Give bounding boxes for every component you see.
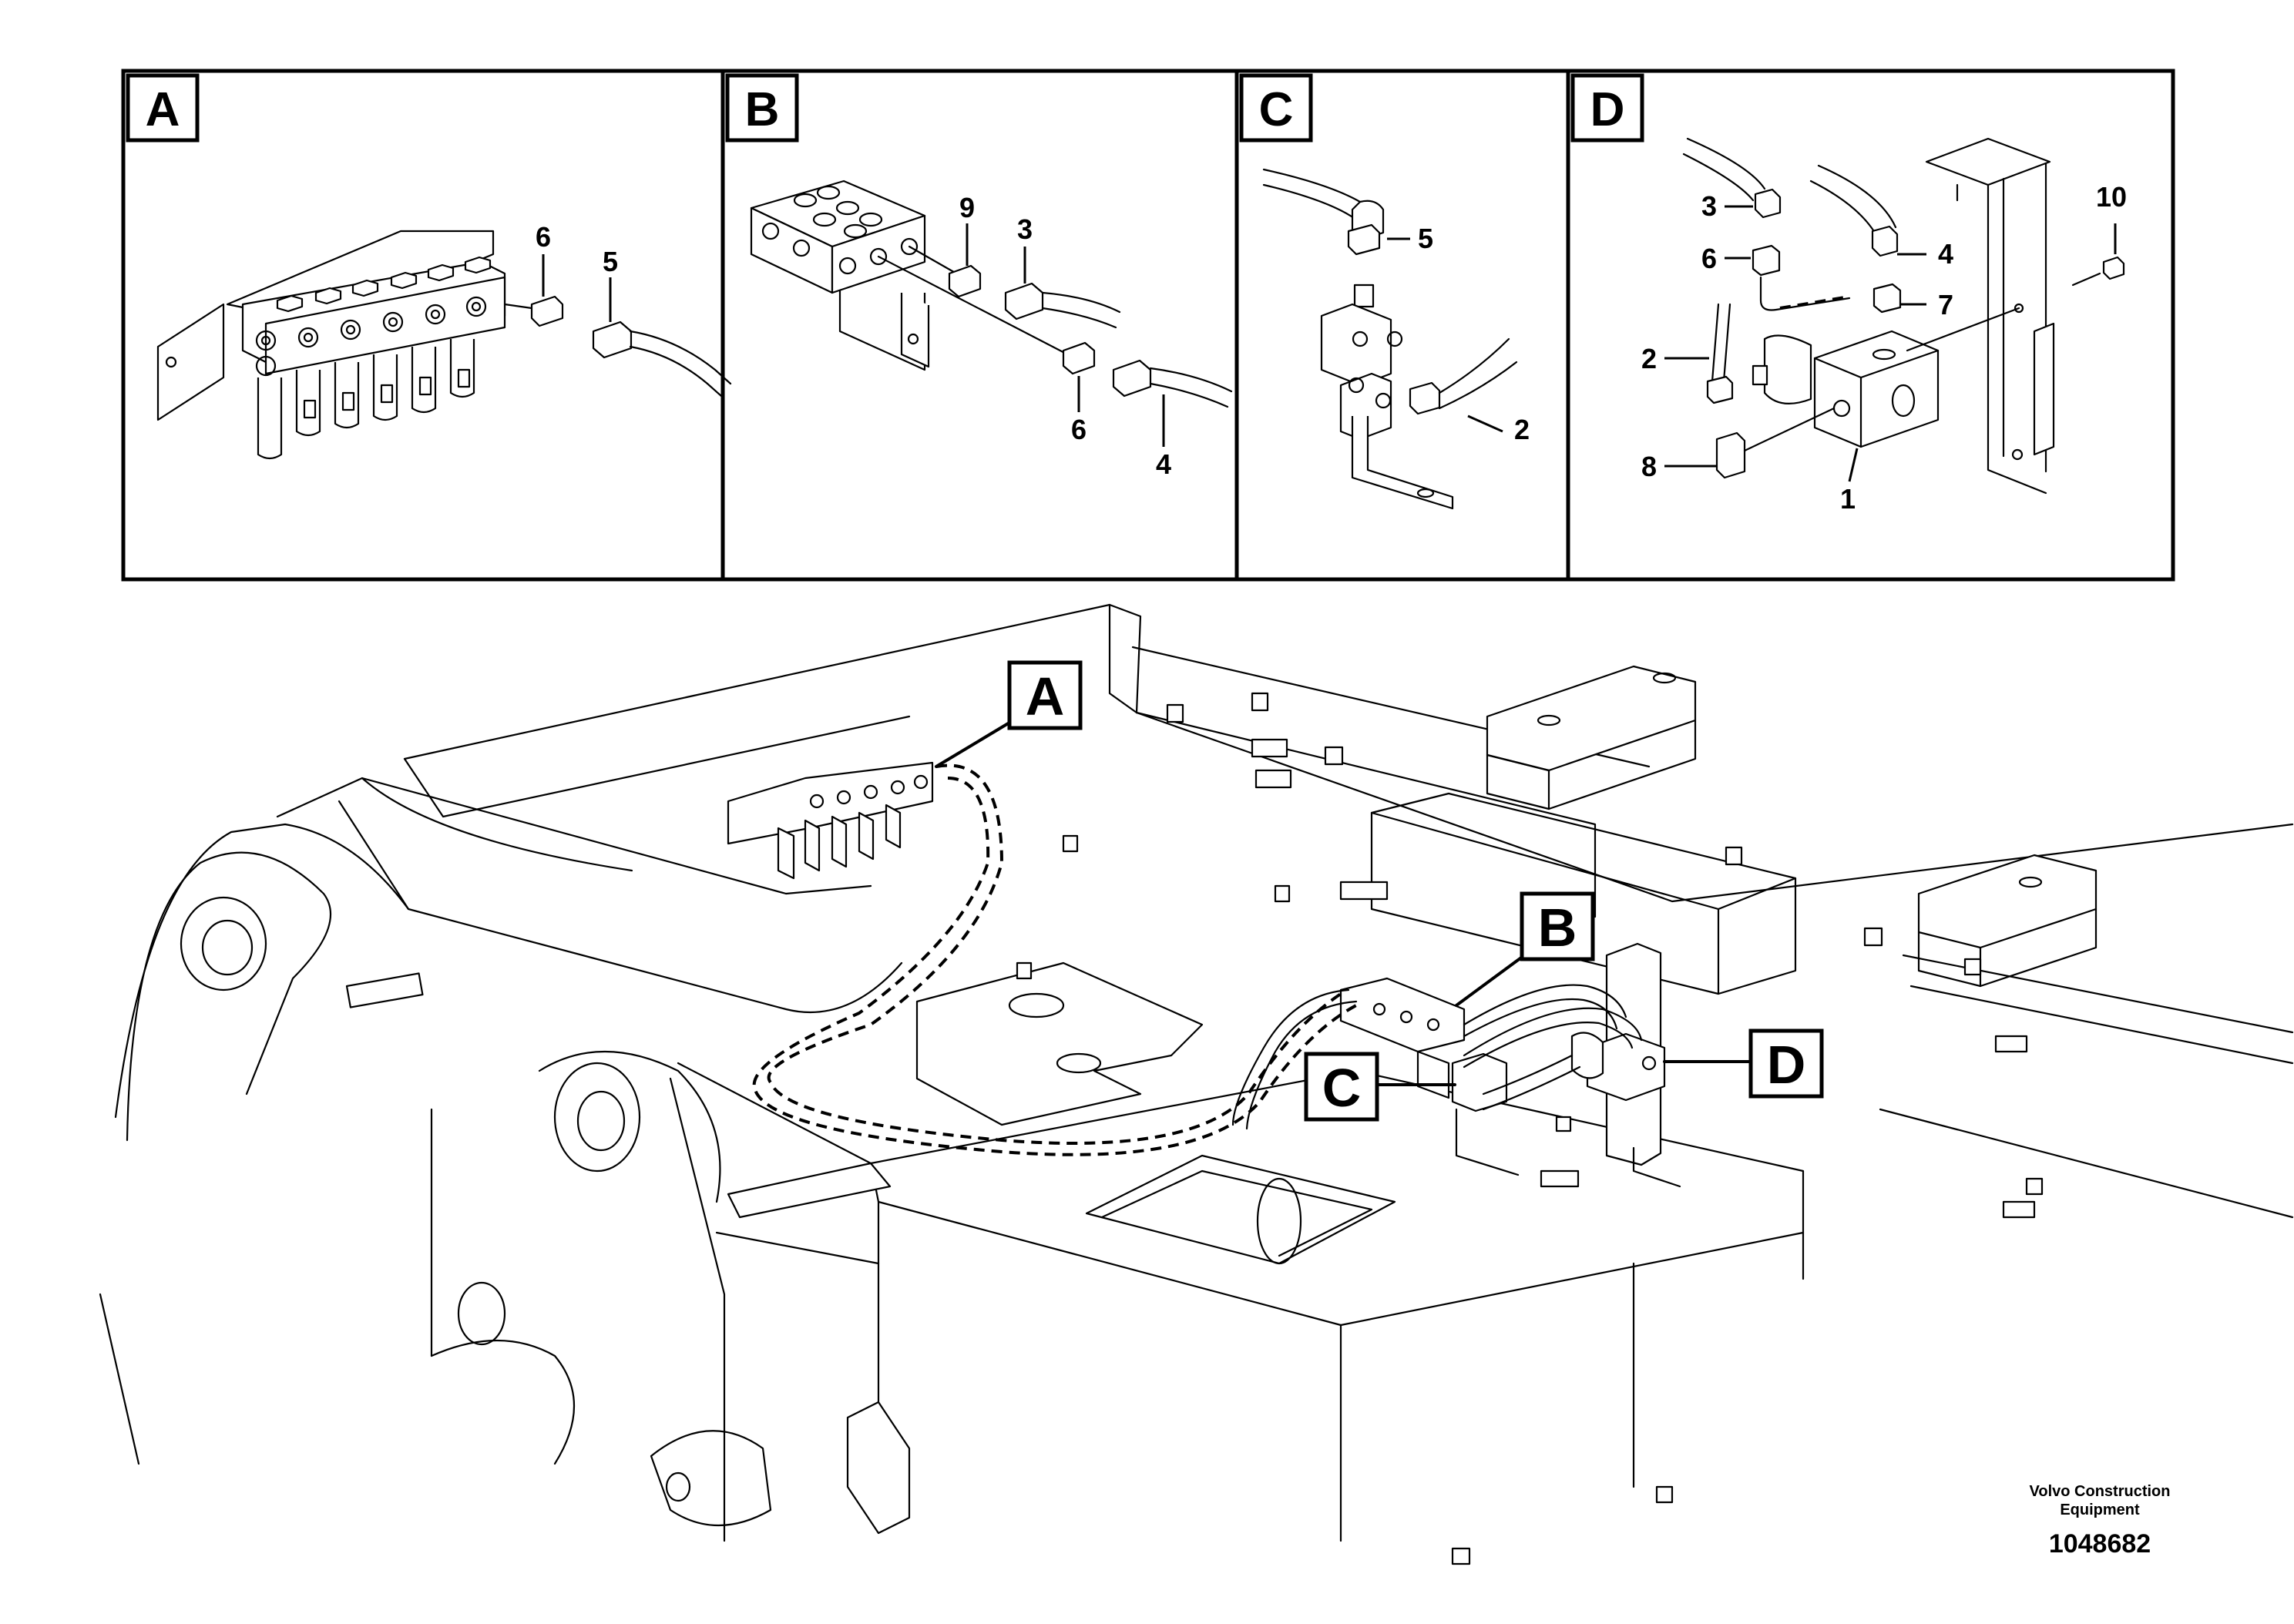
panel-a-valves bbox=[257, 339, 475, 460]
svg-text:B: B bbox=[1538, 898, 1577, 958]
svg-text:2: 2 bbox=[1514, 414, 1530, 445]
callout-b: B bbox=[1455, 891, 1595, 1007]
svg-text:4: 4 bbox=[1156, 448, 1171, 480]
svg-text:6: 6 bbox=[536, 221, 551, 253]
panel-letter-box-d: D bbox=[1570, 73, 1644, 143]
panel-a-distributor: 6 5 bbox=[156, 221, 732, 460]
svg-text:A: A bbox=[146, 83, 180, 136]
svg-text:B: B bbox=[745, 83, 780, 136]
main-hose-dashed bbox=[752, 763, 1357, 1156]
panel-c-valve: 5 2 bbox=[1262, 168, 1530, 510]
main-assembly-drawing bbox=[99, 603, 2294, 1565]
boom-foot bbox=[99, 777, 903, 1542]
callout-c: C bbox=[1304, 1052, 1456, 1122]
svg-text:D: D bbox=[1767, 1035, 1806, 1095]
svg-text:C: C bbox=[1259, 83, 1294, 136]
svg-text:5: 5 bbox=[603, 246, 618, 277]
svg-text:9: 9 bbox=[959, 192, 975, 223]
main-hoses-b-to-d bbox=[1231, 984, 1643, 1130]
frame-solenoid-d bbox=[1570, 942, 1681, 1188]
svg-text:5: 5 bbox=[1418, 223, 1433, 254]
panel-a-hose-5 bbox=[592, 320, 732, 398]
company-name-line1: Volvo Construction bbox=[2030, 1483, 2171, 1500]
panel-letter-box-b: B bbox=[725, 73, 799, 143]
panel-letter-box-a: A bbox=[126, 73, 200, 143]
svg-text:A: A bbox=[1026, 666, 1065, 726]
svg-text:3: 3 bbox=[1017, 213, 1033, 245]
svg-text:6: 6 bbox=[1071, 414, 1087, 445]
svg-text:7: 7 bbox=[1938, 289, 1953, 320]
frame-small-blocks bbox=[1016, 692, 2044, 1565]
svg-text:D: D bbox=[1590, 83, 1625, 136]
panel-a-fitting-6 bbox=[503, 295, 564, 327]
callout-d: D bbox=[1663, 1028, 1824, 1099]
company-name-line2: Equipment bbox=[2060, 1502, 2140, 1518]
panel-a-caps bbox=[276, 256, 492, 313]
callout-a: A bbox=[935, 660, 1083, 768]
svg-text:3: 3 bbox=[1701, 190, 1717, 222]
svg-text:4: 4 bbox=[1938, 238, 1953, 270]
footer-block: Volvo Construction Equipment 1048682 bbox=[2030, 1483, 2171, 1559]
svg-text:8: 8 bbox=[1641, 451, 1657, 482]
drawing-number: 1048682 bbox=[2049, 1529, 2151, 1559]
svg-text:10: 10 bbox=[2096, 181, 2127, 213]
svg-text:1: 1 bbox=[1840, 483, 1856, 515]
svg-text:C: C bbox=[1322, 1058, 1362, 1118]
frame-valve-c bbox=[1451, 1052, 1520, 1176]
panel-d-assembly: 3 6 2 8 1 4 7 10 bbox=[1641, 137, 2127, 515]
frame-distributor-a bbox=[727, 761, 934, 880]
panel-letter-box-c: C bbox=[1239, 73, 1313, 143]
panel-b-block: 9 3 6 4 bbox=[750, 180, 1233, 480]
svg-text:6: 6 bbox=[1701, 243, 1717, 274]
svg-text:2: 2 bbox=[1641, 343, 1657, 374]
